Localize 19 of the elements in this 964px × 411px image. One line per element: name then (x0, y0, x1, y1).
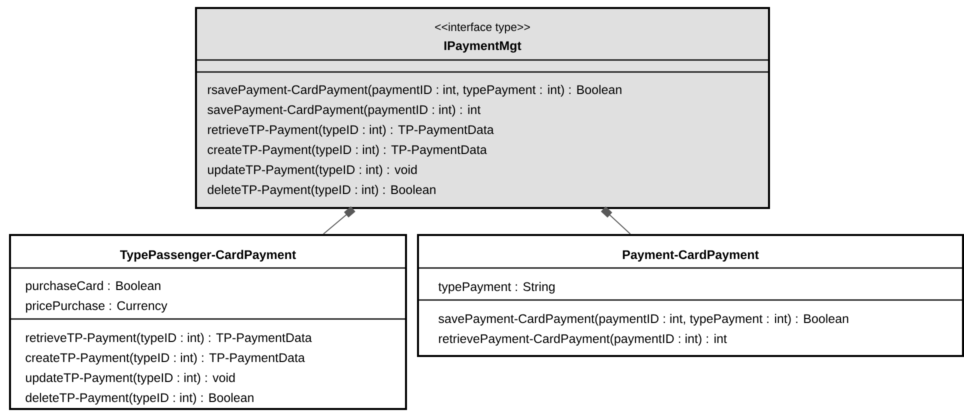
stereotype: <<interface type>> (435, 22, 530, 34)
operation-text: retrieveTP-Payment(typeID : int) : TP-PaymentData (26, 332, 312, 345)
operation-text: retrievePayment-CardPayment(paymentID : int) : int (439, 334, 727, 346)
attribute-text: purchaseCard : Boolean (26, 280, 160, 293)
operation-text: deleteTP-Payment(typeID : int) : Boolean (26, 392, 254, 405)
operation-text: deleteTP-Payment(typeID : int) : Boolean (208, 184, 436, 197)
operation-text: updateTP-Payment(typeID : int) : void (208, 164, 417, 177)
class-name: IPaymentMgt (444, 41, 522, 53)
attribute-text: pricePurchase : Currency (26, 300, 168, 313)
class-name: Payment-CardPayment (622, 250, 759, 262)
operation-text: savePayment-CardPayment(paymentID : int, typePayment : int) : Boolean (438, 314, 848, 326)
operation-text: createTP-Payment(typeID : int) : TP-PaymentData (26, 352, 305, 365)
operation-text: rsavePayment-CardPayment(paymentID : int, typePayment : int) : Boolean (208, 84, 622, 97)
operation-text: savePayment-CardPayment(paymentID : int) : int (208, 104, 481, 117)
attribute-text: typePayment : String (438, 282, 555, 294)
operation-text: retrieveTP-Payment(typeID : int) : TP-PaymentData (208, 124, 494, 137)
operation-text: updateTP-Payment(typeID : int) : void (26, 372, 235, 385)
operation-text: createTP-Payment(typeID : int) : TP-PaymentData (208, 144, 487, 157)
class-name: TypePassenger-CardPayment (120, 250, 296, 262)
